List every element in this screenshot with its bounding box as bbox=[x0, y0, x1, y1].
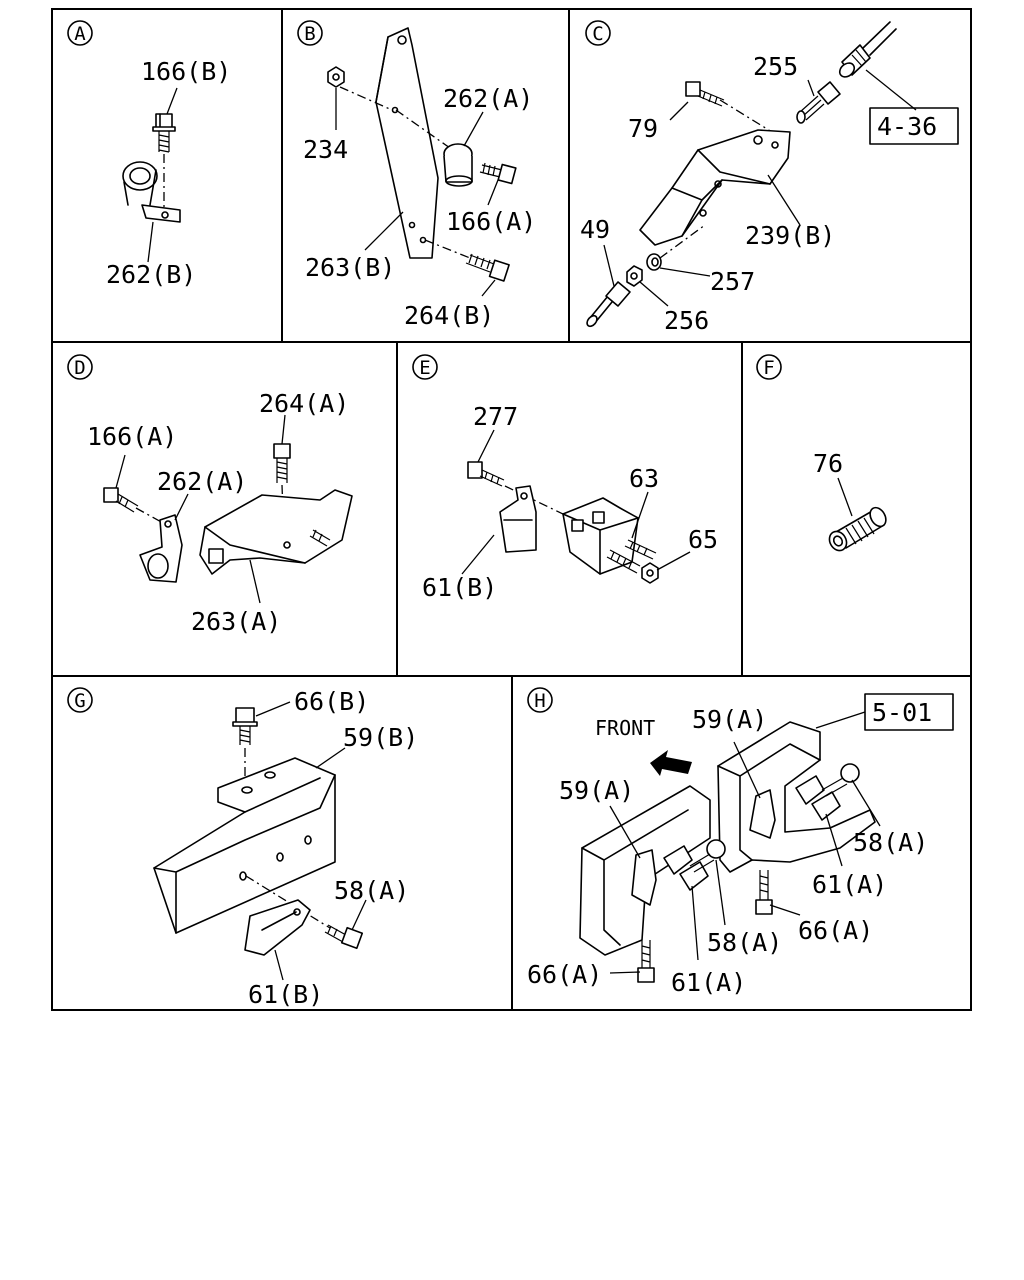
panel-d: D 264(A) 166(A) 262(A) 26 bbox=[67, 354, 353, 636]
nut-icon bbox=[641, 562, 659, 584]
panel-a-letter-badge: A bbox=[67, 20, 93, 46]
frame-rail-icon bbox=[717, 721, 876, 873]
clamp-icon bbox=[663, 775, 841, 891]
label-61b: 61(B) bbox=[422, 573, 497, 602]
label-234: 234 bbox=[303, 135, 348, 164]
label-58a: 58(A) bbox=[334, 876, 409, 905]
label-76: 76 bbox=[813, 449, 843, 478]
label-66b: 66(B) bbox=[294, 687, 369, 716]
nut-icon bbox=[327, 66, 345, 88]
label-58a-right: 58(A) bbox=[853, 828, 928, 857]
cable-end-icon bbox=[586, 281, 631, 328]
bracket-icon bbox=[639, 129, 791, 246]
panel-b: B bbox=[297, 20, 536, 330]
label-263b: 263(B) bbox=[305, 253, 395, 282]
bracket-icon bbox=[153, 757, 336, 934]
panel-a: A 166(B) 262(B) bbox=[67, 20, 231, 289]
panel-f-letter: F bbox=[763, 357, 774, 379]
panel-g: G 66(B) bbox=[67, 687, 418, 1009]
panel-b-letter: B bbox=[304, 23, 315, 45]
panel-c-letter: C bbox=[592, 23, 603, 45]
clamp-icon bbox=[443, 143, 473, 187]
clamp-icon bbox=[122, 161, 181, 223]
bolt-icon bbox=[324, 924, 364, 950]
panel-a-letter: A bbox=[74, 23, 86, 45]
panel-e-letter: E bbox=[419, 357, 430, 379]
panel-e-letter-badge: E bbox=[412, 354, 438, 380]
label-61b: 61(B) bbox=[248, 980, 323, 1009]
cable-fitting-icon bbox=[796, 81, 841, 124]
clamp-icon bbox=[139, 514, 183, 583]
panel-h-letter: H bbox=[534, 690, 545, 712]
panel-f: F 76 bbox=[756, 354, 887, 552]
label-264a: 264(A) bbox=[259, 389, 349, 418]
label-61a-right: 61(A) bbox=[812, 870, 887, 899]
label-66a-right: 66(A) bbox=[798, 916, 873, 945]
label-264b: 264(B) bbox=[404, 301, 494, 330]
label-49: 49 bbox=[580, 215, 610, 244]
label-166b: 166(B) bbox=[141, 57, 231, 86]
bolt-icon bbox=[479, 162, 517, 185]
label-63: 63 bbox=[629, 464, 659, 493]
panel-e: E 277 63 65 61(B) bbox=[412, 354, 718, 602]
label-166a: 166(A) bbox=[87, 422, 177, 451]
bolt-icon bbox=[103, 487, 139, 513]
panel-f-letter-badge: F bbox=[756, 354, 782, 380]
bolt-icon bbox=[273, 443, 291, 483]
bolt-icon bbox=[465, 253, 510, 282]
panel-h-letter-badge: H bbox=[527, 687, 553, 713]
label-166a: 166(A) bbox=[446, 207, 536, 236]
clamp-icon bbox=[499, 485, 537, 553]
panel-c-letter-badge: C bbox=[585, 20, 611, 46]
nut-icon bbox=[626, 265, 643, 287]
bolt-icon bbox=[689, 763, 860, 873]
panel-c: C bbox=[580, 20, 959, 335]
washer-icon bbox=[646, 253, 662, 271]
panel-d-letter-badge: D bbox=[67, 354, 93, 380]
panel-b-letter-badge: B bbox=[297, 20, 323, 46]
clamp-icon bbox=[244, 899, 311, 956]
bracket-plate-icon bbox=[375, 27, 439, 259]
label-239b: 239(B) bbox=[745, 221, 835, 250]
bolt-icon bbox=[685, 81, 725, 107]
label-59a-lower: 59(A) bbox=[559, 776, 634, 805]
panel-grid bbox=[51, 8, 972, 1011]
panel-h: H FRONT bbox=[527, 687, 954, 997]
bolt-icon bbox=[152, 113, 176, 153]
panel-g-letter-badge: G bbox=[67, 687, 93, 713]
bracket-icon bbox=[562, 497, 657, 575]
label-262a: 262(A) bbox=[157, 467, 247, 496]
label-58a-center: 58(A) bbox=[707, 928, 782, 957]
label-79: 79 bbox=[628, 114, 658, 143]
label-277: 277 bbox=[473, 402, 518, 431]
bolt-icon bbox=[467, 461, 505, 487]
label-61a-bottom: 61(A) bbox=[671, 968, 746, 997]
label-66a-left: 66(A) bbox=[527, 960, 602, 989]
label-262a: 262(A) bbox=[443, 84, 533, 113]
label-59b: 59(B) bbox=[343, 723, 418, 752]
bolt-icon bbox=[637, 870, 773, 983]
label-ref-4-36: 4-36 bbox=[877, 112, 937, 141]
bracket-icon bbox=[631, 789, 776, 906]
label-59a-upper: 59(A) bbox=[692, 705, 767, 734]
label-256: 256 bbox=[664, 306, 709, 335]
label-65: 65 bbox=[688, 525, 718, 554]
front-arrow-icon bbox=[650, 750, 692, 776]
label-263a: 263(A) bbox=[191, 607, 281, 636]
grommet-icon bbox=[828, 506, 887, 552]
label-262b: 262(B) bbox=[106, 260, 196, 289]
bracket-icon bbox=[199, 489, 353, 575]
label-255: 255 bbox=[753, 52, 798, 81]
panel-d-letter: D bbox=[74, 357, 85, 379]
label-257: 257 bbox=[710, 267, 755, 296]
label-front: FRONT bbox=[595, 716, 655, 740]
cable-end-icon bbox=[838, 21, 897, 78]
label-ref-5-01: 5-01 bbox=[872, 698, 932, 727]
panel-g-letter: G bbox=[74, 690, 85, 712]
bolt-icon bbox=[232, 707, 258, 745]
